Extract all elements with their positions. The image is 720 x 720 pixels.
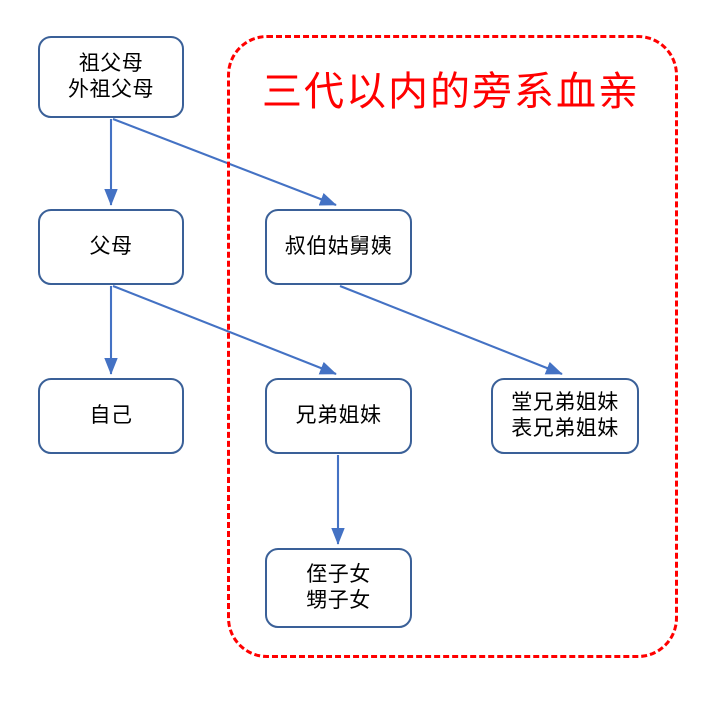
node-siblings[interactable]: 兄弟姐妹 [265,378,412,454]
node-parents[interactable]: 父母 [38,209,184,285]
node-cousins-line1: 堂兄弟姐妹 [511,390,619,415]
node-uncles-aunts[interactable]: 叔伯姑舅姨 [265,209,412,285]
node-grandparents[interactable]: 祖父母 外祖父母 [38,36,184,118]
node-nephews-nieces[interactable]: 侄子女 甥子女 [265,548,412,628]
node-cousins[interactable]: 堂兄弟姐妹 表兄弟姐妹 [491,378,639,454]
node-grandparents-line2: 外祖父母 [68,77,154,101]
node-nephews-nieces-line1: 侄子女 [306,562,371,587]
node-self[interactable]: 自己 [38,378,184,454]
node-cousins-line2: 表兄弟姐妹 [511,416,619,440]
node-self-line1: 自己 [89,403,133,428]
node-grandparents-line1: 祖父母 [78,51,144,76]
node-uncles-aunts-line1: 叔伯姑舅姨 [284,234,393,259]
node-nephews-nieces-line2: 甥子女 [306,588,371,612]
node-siblings-line1: 兄弟姐妹 [295,403,382,428]
group-title-label: 三代以内的旁系血亲 [262,69,640,115]
node-parents-line1: 父母 [89,234,133,259]
